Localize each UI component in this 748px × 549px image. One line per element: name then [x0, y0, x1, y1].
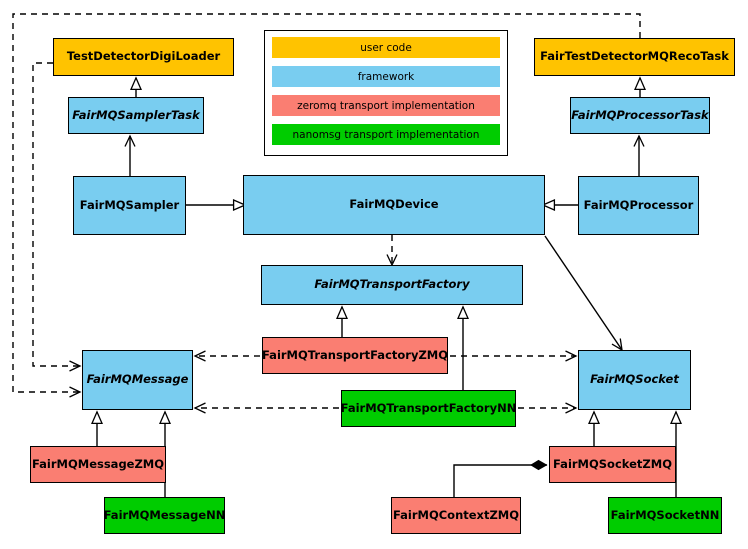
- class-box-fairmqmessagezmq[interactable]: FairMQMessageZMQ: [30, 446, 166, 483]
- class-label-fairmqdevice: FairMQDevice: [349, 197, 439, 212]
- legend-item-nanomsg: nanomsg transport implementation: [272, 124, 500, 145]
- class-label-fairmqtransportfactorynn: FairMQTransportFactoryNN: [340, 400, 517, 415]
- class-box-fairmqtransportfactory[interactable]: FairMQTransportFactory: [261, 265, 523, 305]
- class-label-fairmqprocessor: FairMQProcessor: [583, 197, 694, 212]
- legend-item-zeromq: zeromq transport implementation: [272, 95, 500, 116]
- legend-item-user-code: user code: [272, 37, 500, 58]
- edge-device-socket: [544, 235, 622, 350]
- class-box-fairmqsocketzmq[interactable]: FairMQSocketZMQ: [549, 446, 676, 483]
- class-box-fairmqmessagenn[interactable]: FairMQMessageNN: [104, 497, 225, 534]
- legend-label-framework: framework: [357, 70, 415, 83]
- class-label-fairmqtransportfactory: FairMQTransportFactory: [314, 277, 470, 292]
- class-label-fairmqtransportfactoryzmq: FairMQTransportFactoryZMQ: [262, 347, 449, 362]
- class-box-fairmqtransportfactorynn[interactable]: FairMQTransportFactoryNN: [341, 390, 516, 427]
- class-label-fairmqsocketzmq: FairMQSocketZMQ: [553, 456, 672, 471]
- legend-label-nanomsg: nanomsg transport implementation: [292, 128, 480, 141]
- class-label-fairmqsampler: FairMQSampler: [79, 197, 180, 212]
- legend-label-user-code: user code: [360, 41, 412, 54]
- class-label-fairmqsocketnn: FairMQSocketNN: [610, 507, 720, 522]
- class-box-fairmqsocket[interactable]: FairMQSocket: [578, 350, 691, 410]
- class-label-fairmqmessage: FairMQMessage: [86, 372, 189, 387]
- class-label-fairmqsamplertask: FairMQSamplerTask: [72, 107, 200, 122]
- class-box-fairmqdevice[interactable]: FairMQDevice: [243, 175, 545, 235]
- class-box-fairmqprocessortask[interactable]: FairMQProcessorTask: [570, 97, 710, 134]
- class-box-fairmqsamplertask[interactable]: FairMQSamplerTask: [68, 97, 204, 134]
- class-label-fairtestdetectormqrecotask: FairTestDetectorMQRecoTask: [540, 49, 729, 64]
- legend-label-zeromq: zeromq transport implementation: [297, 99, 475, 112]
- class-label-testdetectordigiloader: TestDetectorDigiLoader: [66, 49, 221, 64]
- class-box-fairmqsampler[interactable]: FairMQSampler: [73, 176, 186, 235]
- class-box-fairtestdetectormqrecotask[interactable]: FairTestDetectorMQRecoTask: [534, 38, 735, 76]
- edge-digiloader-message: [32, 62, 80, 366]
- class-box-fairmqsocketnn[interactable]: FairMQSocketNN: [608, 497, 722, 534]
- legend-item-framework: framework: [272, 66, 500, 87]
- class-box-fairmqcontextzmq[interactable]: FairMQContextZMQ: [391, 497, 521, 534]
- edge-contextzmq-socketzmq: [453, 459, 548, 497]
- class-label-fairmqprocessortask: FairMQProcessorTask: [571, 107, 709, 122]
- class-box-fairmqprocessor[interactable]: FairMQProcessor: [578, 176, 699, 235]
- class-box-fairmqmessage[interactable]: FairMQMessage: [82, 350, 193, 410]
- class-label-fairmqmessagezmq: FairMQMessageZMQ: [31, 456, 165, 471]
- class-box-testdetectordigiloader[interactable]: TestDetectorDigiLoader: [53, 38, 234, 76]
- class-label-fairmqmessagenn: FairMQMessageNN: [103, 507, 226, 522]
- class-label-fairmqcontextzmq: FairMQContextZMQ: [392, 507, 520, 522]
- class-label-fairmqsocket: FairMQSocket: [590, 372, 679, 387]
- edge-recotask-message: [12, 13, 641, 392]
- class-box-fairmqtransportfactoryzmq[interactable]: FairMQTransportFactoryZMQ: [262, 337, 448, 374]
